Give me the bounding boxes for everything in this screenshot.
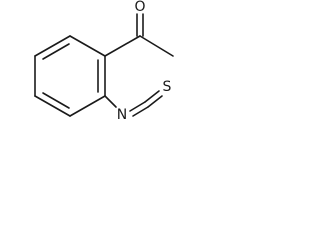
acetyl-group: O [104, 0, 174, 57]
isothiocyanate-group: N S [104, 79, 172, 123]
n-c-double-bond-b [132, 106, 149, 117]
c-s-double-bond-a [144, 90, 160, 103]
ring-bond-bottom-left [34, 95, 71, 117]
carbonyl-to-methyl-bond [139, 35, 174, 57]
ring-inner-double-top-left [42, 43, 70, 60]
oxygen-label: O [134, 0, 145, 15]
c-s-double-bond-b [147, 95, 163, 108]
ring-bond-bottom-right [69, 95, 106, 117]
ring-inner-double-bottom-left [42, 92, 70, 109]
ring-bond-top-left [34, 35, 71, 57]
structural-formula: O N S [34, 0, 174, 123]
n-c-double-bond-a [129, 101, 146, 112]
ring-bond-top-right [69, 35, 106, 57]
ring-to-nitrogen-bond [104, 95, 117, 108]
ring-to-carbonyl-bond [104, 35, 141, 57]
nitrogen-label: N [117, 107, 127, 123]
benzene-ring [34, 35, 106, 117]
sulfur-label: S [163, 79, 172, 95]
